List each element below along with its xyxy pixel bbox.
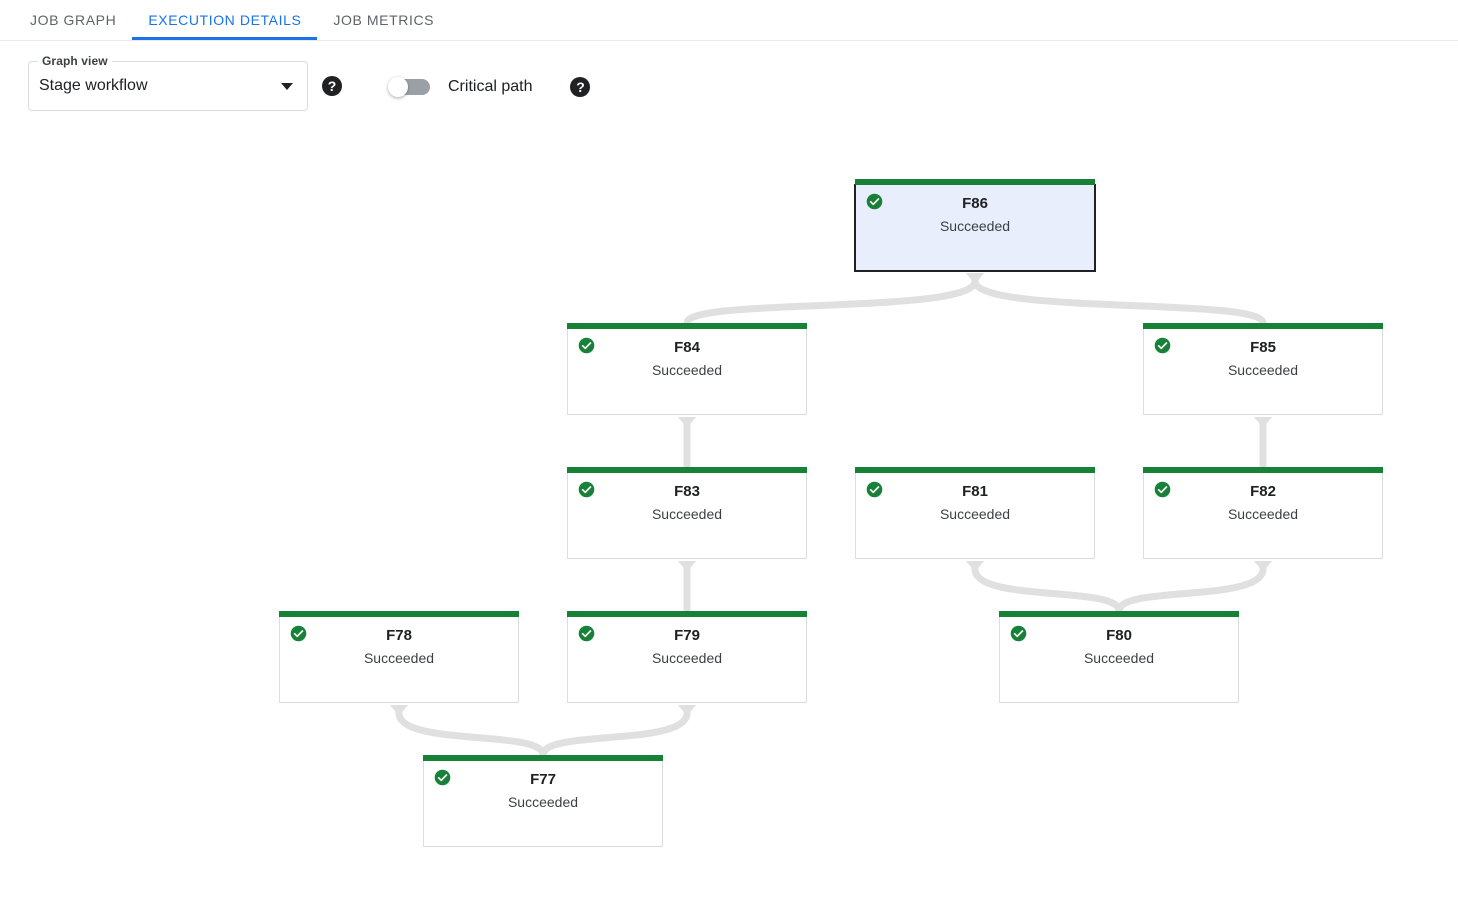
check-circle-icon [866, 193, 883, 210]
tab-execution-details[interactable]: EXECUTION DETAILS [132, 0, 318, 40]
check-circle-icon [866, 481, 883, 498]
node-status-text: Succeeded [1227, 362, 1299, 378]
critical-path-toggle[interactable] [388, 77, 432, 97]
check-circle-icon [578, 625, 595, 642]
edge-f77-to-f78-arrow [390, 705, 408, 716]
node-status-text: Succeeded [651, 650, 723, 666]
node-status-bar [567, 611, 807, 617]
chevron-down-icon[interactable] [281, 82, 293, 90]
node-title: F85 [1250, 339, 1276, 356]
check-circle-icon [1010, 625, 1027, 642]
edge-f80-to-f82 [1115, 565, 1267, 615]
node-status-bar [999, 611, 1239, 617]
edge-f83-to-f84-arrow [678, 417, 696, 428]
tab-bar: JOB GRAPH EXECUTION DETAILS JOB METRICS [0, 0, 1458, 41]
check-circle-icon [1154, 481, 1171, 498]
check-circle-icon [290, 625, 307, 642]
node-title: F78 [386, 627, 412, 644]
graph-view-help-icon[interactable]: ? [322, 76, 342, 96]
critical-path-help-icon[interactable]: ? [570, 77, 591, 97]
node-status-bar [279, 611, 519, 617]
node-title: F77 [530, 771, 556, 788]
toggle-knob [388, 77, 408, 97]
node-status-text: Succeeded [939, 506, 1011, 522]
tab-job-metrics[interactable]: JOB METRICS [333, 12, 435, 28]
node-status-bar [855, 467, 1095, 473]
node-status-text: Succeeded [363, 650, 435, 666]
node-title: F82 [1250, 483, 1276, 500]
graph-toolbar: Graph view Stage workflow ? Critical pat… [0, 41, 1458, 131]
edge-f84-to-f86 [683, 277, 979, 327]
node-status-text: Succeeded [1083, 650, 1155, 666]
graph-view-value: Stage workflow [39, 77, 148, 94]
edge-f77-to-f79 [539, 709, 691, 759]
node-status-text: Succeeded [507, 794, 579, 810]
edge-f80-to-f81 [971, 565, 1123, 615]
check-circle-icon [434, 769, 451, 786]
critical-path-label: Critical path [448, 78, 533, 95]
check-circle-icon [1154, 337, 1171, 354]
node-title: F86 [962, 195, 988, 212]
node-title: F84 [674, 339, 700, 356]
tab-job-graph[interactable]: JOB GRAPH [30, 12, 117, 28]
node-title: F83 [674, 483, 700, 500]
node-status-bar [567, 467, 807, 473]
node-status-text: Succeeded [651, 362, 723, 378]
node-status-bar [423, 755, 663, 761]
node-title: F81 [962, 483, 988, 500]
edge-f82-to-f85-arrow [1254, 417, 1272, 428]
edge-f80-to-f81-arrow [966, 561, 984, 572]
edge-f84-to-f86-arrow [966, 273, 984, 284]
node-title: F80 [1106, 627, 1132, 644]
graph-view-select[interactable]: Graph view Stage workflow [28, 54, 308, 111]
check-circle-icon [578, 337, 595, 354]
edge-f77-to-f79-arrow [678, 705, 696, 716]
check-circle-icon [578, 481, 595, 498]
node-status-text: Succeeded [1227, 506, 1299, 522]
node-status-bar [1143, 323, 1383, 329]
graph-view-label: Graph view [38, 54, 112, 68]
node-status-bar [855, 179, 1095, 185]
node-status-bar [1143, 467, 1383, 473]
critical-path-control: Critical path ? [388, 77, 591, 97]
node-status-bar [567, 323, 807, 329]
node-status-text: Succeeded [651, 506, 723, 522]
edge-f85-to-f86-arrow [966, 273, 984, 284]
node-title: F79 [674, 627, 700, 644]
edge-f77-to-f78 [395, 709, 547, 759]
node-status-text: Succeeded [939, 218, 1011, 234]
edge-f79-to-f83-arrow [678, 561, 696, 572]
edge-f85-to-f86 [971, 277, 1267, 327]
edge-f80-to-f82-arrow [1254, 561, 1272, 572]
